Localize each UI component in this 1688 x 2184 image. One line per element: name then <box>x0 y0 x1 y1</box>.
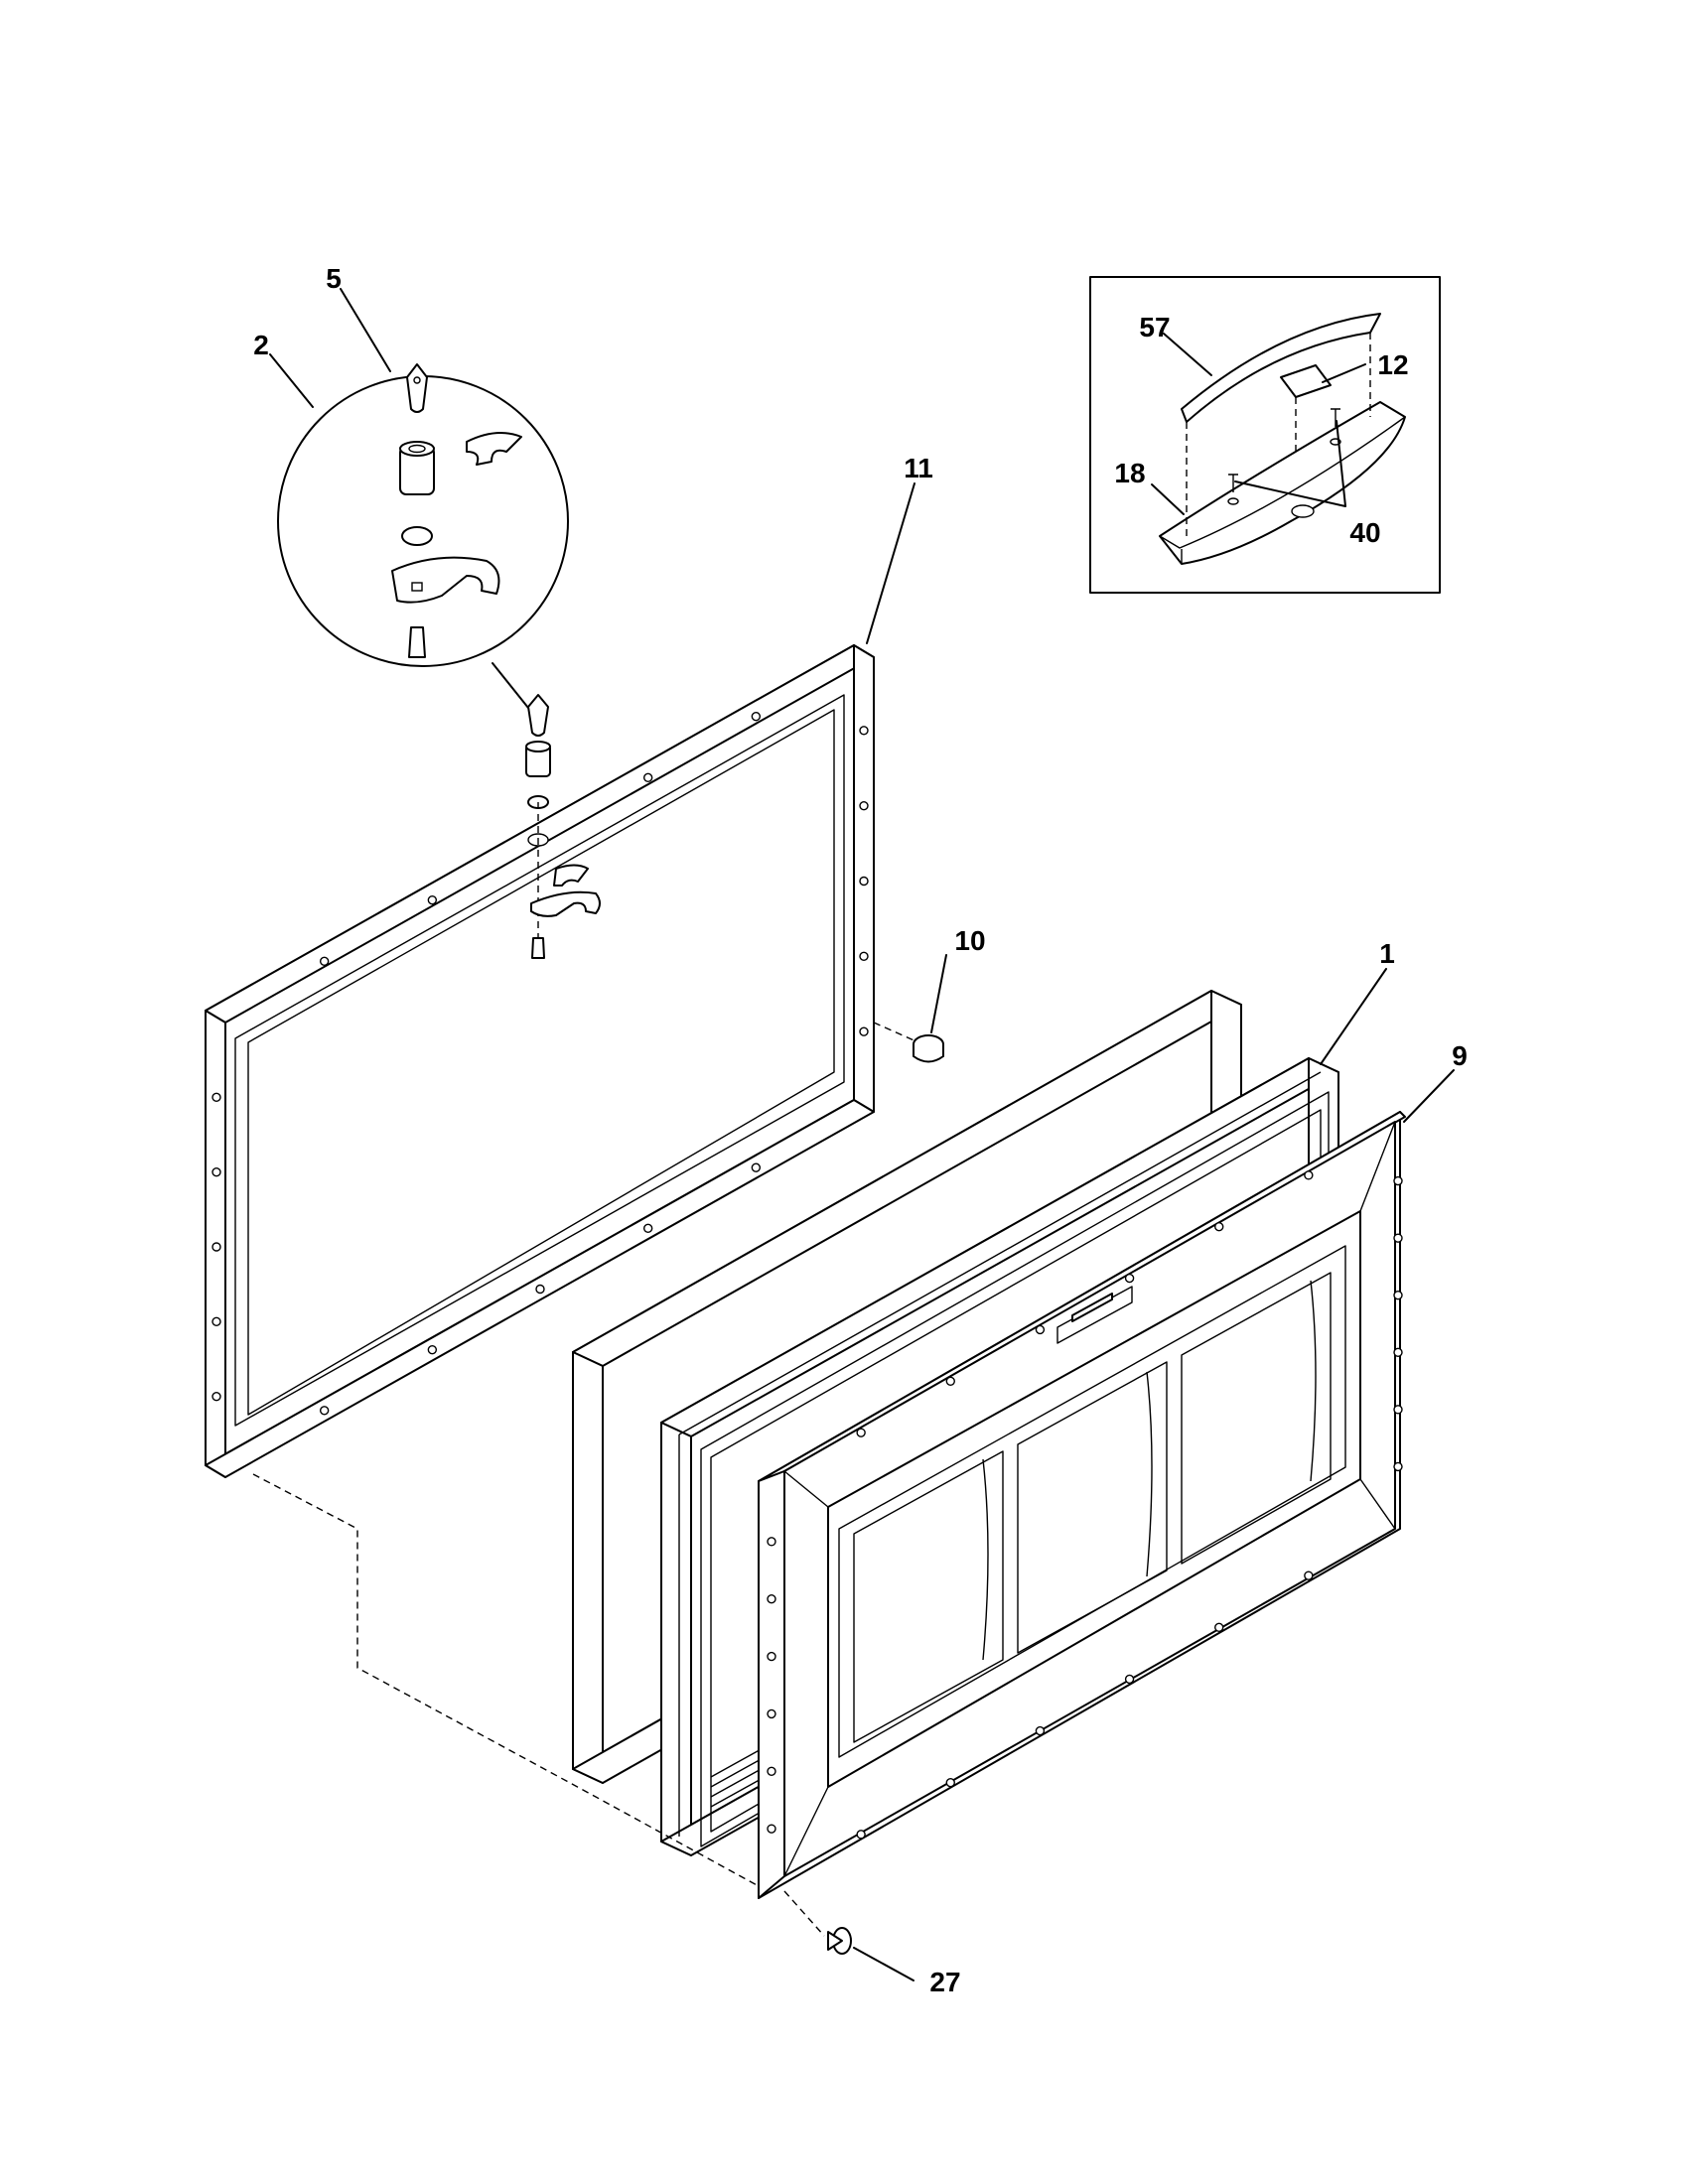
leader-lines <box>269 288 1455 1981</box>
door-pane-right <box>1181 1272 1332 1565</box>
inset-frame <box>1089 276 1441 594</box>
screw-hole <box>642 1223 653 1234</box>
callout-11: 11 <box>904 453 933 483</box>
key <box>406 363 428 413</box>
lock-cam <box>391 556 500 604</box>
callout-27: 27 <box>929 1967 960 1997</box>
screw-hole <box>1214 1222 1224 1232</box>
screw-hole <box>767 1708 776 1719</box>
screw-hole <box>859 951 869 962</box>
screw-hole <box>535 1284 545 1295</box>
screw-hole <box>211 1092 221 1103</box>
lock-detail-circle <box>277 363 569 714</box>
retaining-clip <box>466 432 522 466</box>
screw-hole <box>1393 1175 1403 1186</box>
door-pane-center <box>1017 1361 1168 1654</box>
callout-40: 40 <box>1349 517 1380 548</box>
screw-hole <box>751 1162 762 1172</box>
screw-hole <box>427 1344 438 1355</box>
screw-hole <box>859 800 869 811</box>
screw-hole <box>945 1376 955 1386</box>
screw-hole <box>859 726 869 736</box>
lock-screw <box>408 626 426 658</box>
screw-hole <box>1393 1347 1403 1357</box>
screw-hole <box>319 956 330 967</box>
screw-hole <box>211 1316 221 1327</box>
screw-hole <box>211 1391 221 1402</box>
screw-hole <box>427 894 438 905</box>
screw-hole <box>1124 1273 1135 1284</box>
callout-5: 5 <box>326 263 342 294</box>
screw-hole <box>1124 1674 1135 1685</box>
key-installed <box>527 694 549 737</box>
callout-12: 12 <box>1377 349 1408 380</box>
door-screw-holes <box>767 1170 1403 1840</box>
screw-hole <box>767 1824 776 1834</box>
screw-hole <box>1304 1570 1314 1580</box>
door-rivet <box>827 1927 852 1955</box>
screw-hole <box>859 1026 869 1036</box>
handle-lock-hole <box>1291 504 1315 518</box>
screw-hole <box>1393 1233 1403 1243</box>
screw-hole <box>319 1406 330 1416</box>
screw-hole <box>1304 1170 1314 1180</box>
cam-installed <box>530 890 601 917</box>
callout-10: 10 <box>954 925 985 956</box>
screw-hole <box>642 772 653 783</box>
lid-liner <box>205 644 875 1478</box>
screw-hole <box>211 1166 221 1177</box>
handle-cap <box>1181 313 1381 423</box>
callout-1: 1 <box>1379 938 1395 969</box>
screw-40b <box>1331 408 1340 427</box>
screw-hole <box>751 711 762 722</box>
screw-hole <box>1393 1291 1403 1300</box>
screw-hole <box>211 1242 221 1252</box>
callout-57: 57 <box>1139 312 1170 342</box>
outer-door-panel <box>758 1111 1406 1899</box>
screw-hole <box>1035 1324 1046 1335</box>
lid-bumper <box>913 1034 944 1063</box>
callout-18: 18 <box>1114 458 1145 488</box>
screw-hole <box>1393 1405 1403 1415</box>
handle-inset <box>1089 276 1441 594</box>
screw-hole <box>856 1830 866 1840</box>
screw-hole <box>767 1594 776 1604</box>
liner-gasket-groove <box>234 694 845 1427</box>
door-pane-left <box>853 1450 1004 1743</box>
callout-9: 9 <box>1452 1040 1468 1071</box>
screw-hole <box>767 1766 776 1776</box>
screw-hole <box>945 1778 955 1788</box>
screw-hole <box>1035 1725 1046 1736</box>
name-plate <box>1280 364 1332 398</box>
screw-hole <box>767 1537 776 1547</box>
screw-hole <box>1393 1461 1403 1472</box>
screw-hole <box>1214 1622 1224 1632</box>
o-ring <box>401 526 433 546</box>
screw-hole <box>856 1428 866 1437</box>
callout-2: 2 <box>253 330 269 360</box>
screw-hole <box>767 1651 776 1662</box>
screw-hole <box>859 876 869 887</box>
screw-40a <box>1228 474 1238 492</box>
